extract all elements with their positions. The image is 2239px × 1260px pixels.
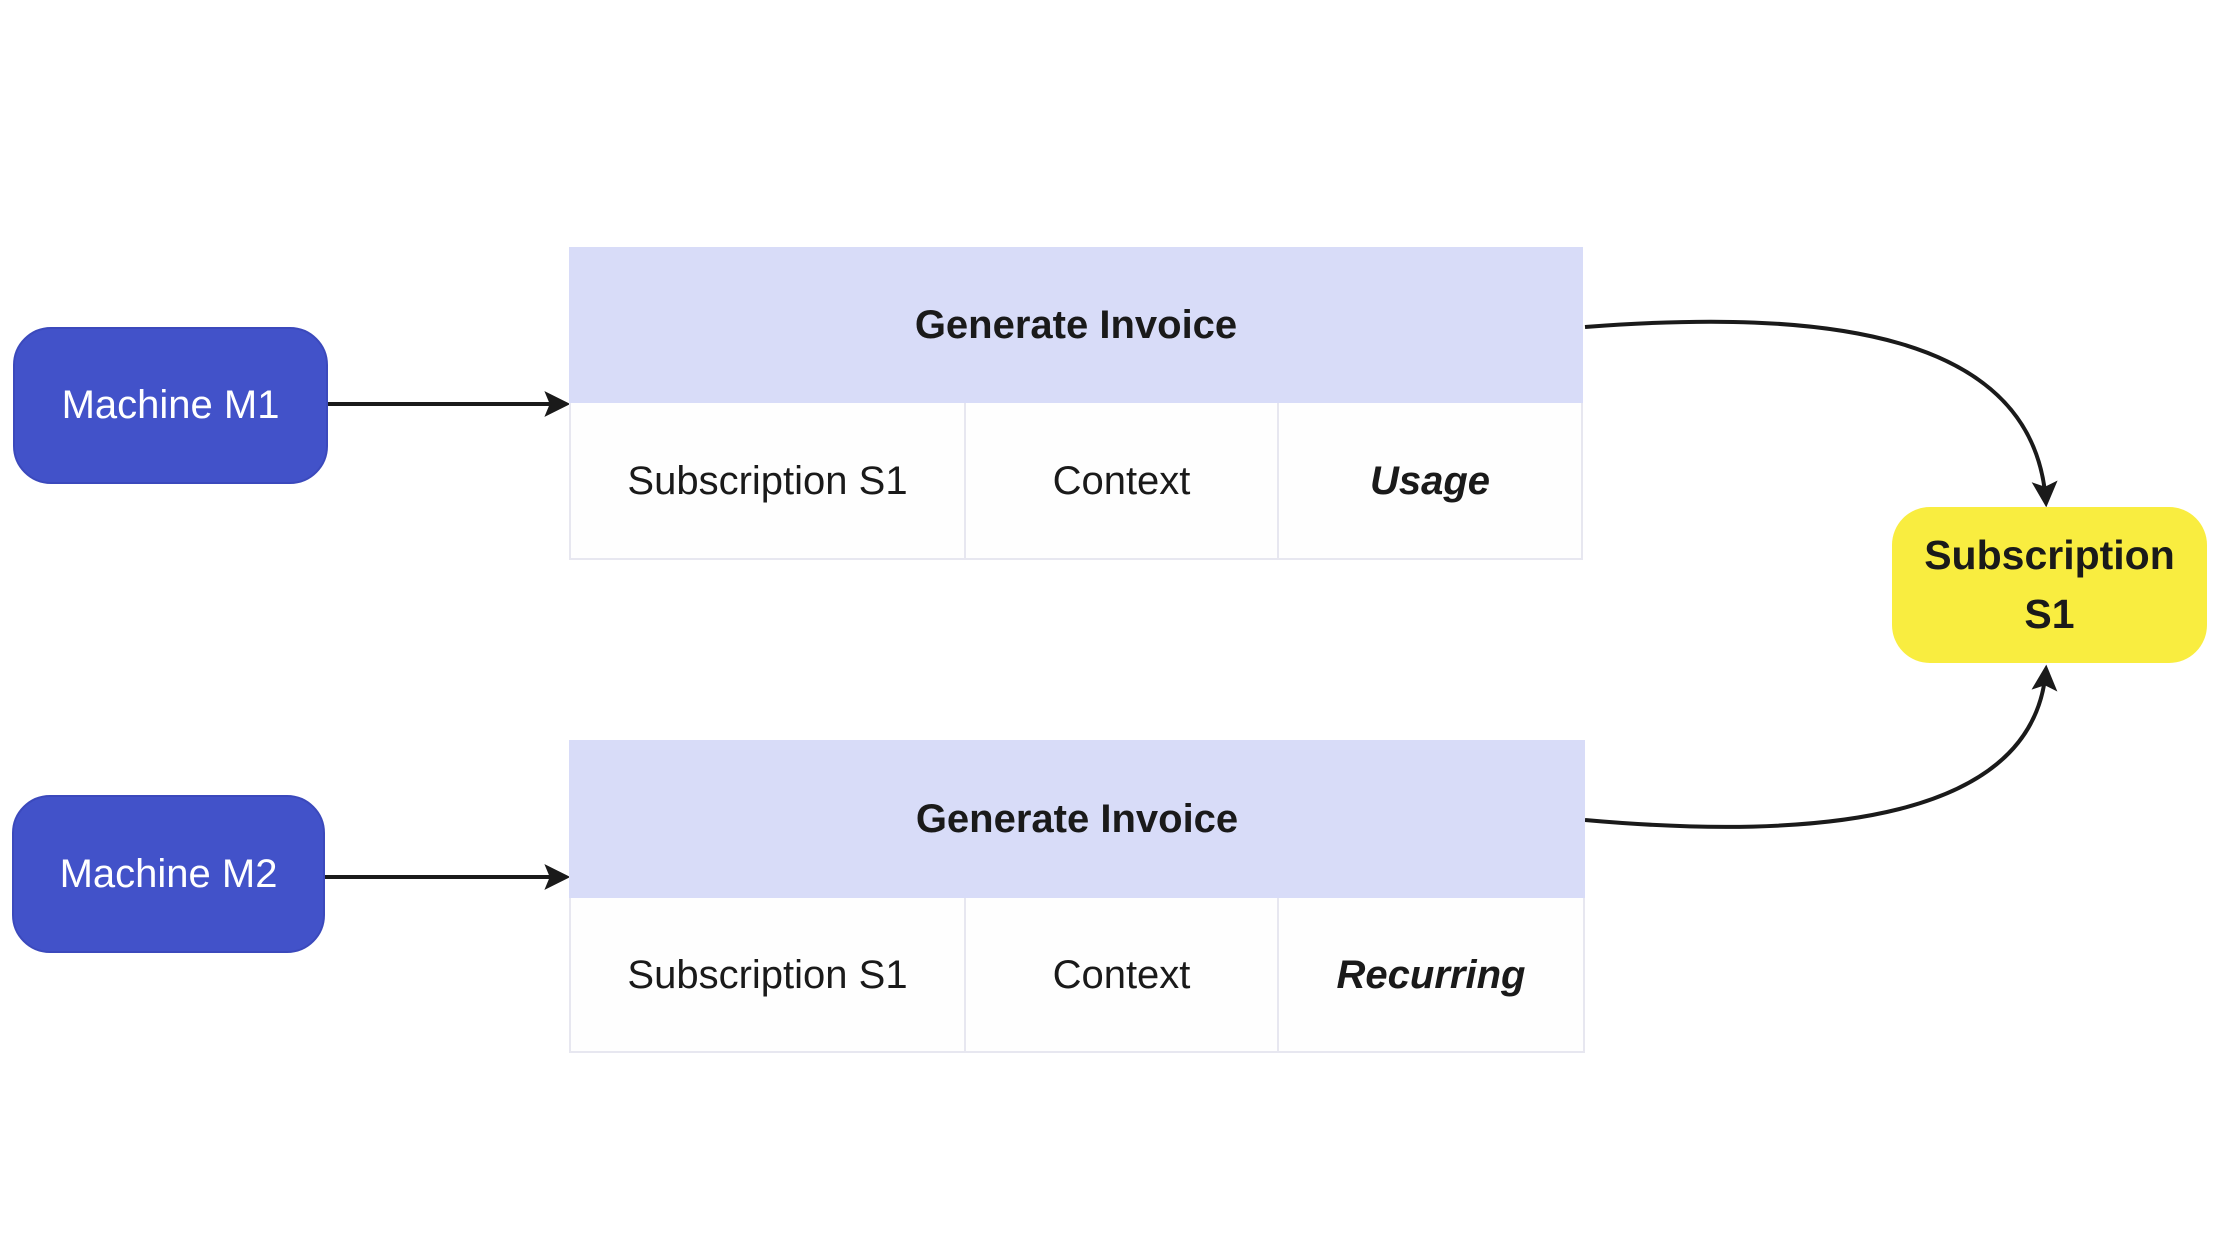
edge-invoice-2-to-subscription <box>1584 664 2058 829</box>
node-generate-invoice-m1: Generate Invoice Subscription S1 Context… <box>569 247 1583 560</box>
invoice-m1-header: Generate Invoice <box>569 247 1583 403</box>
node-subscription-s1: Subscription S1 <box>1892 507 2207 663</box>
node-machine-m1: Machine M1 <box>13 327 328 484</box>
invoice-m2-title: Generate Invoice <box>915 796 1239 841</box>
invoice-m1-row: Subscription S1 Context Usage <box>569 403 1583 560</box>
machine-m1-label: Machine M1 <box>61 383 280 427</box>
invoice-m1-title: Generate Invoice <box>914 302 1238 347</box>
invoice-m1-cell-usage: Usage <box>1369 458 1491 503</box>
invoice-m1-cell-subscription: Subscription S1 <box>571 403 966 558</box>
invoice-m2-cell-subscription: Subscription S1 <box>571 898 966 1051</box>
machine-m2-label: Machine M2 <box>59 851 278 896</box>
subscription-s1-label: Subscription S1 <box>1924 531 2175 637</box>
invoice-m2-cell-context: Context <box>966 898 1279 1051</box>
invoice-m1-cell-context: Context <box>966 403 1279 558</box>
node-generate-invoice-m2: Generate Invoice Subscription S1 Context… <box>569 740 1585 1053</box>
invoice-m2-header: Generate Invoice <box>569 740 1585 898</box>
node-machine-m2: Machine M2 <box>12 795 325 953</box>
edge-invoice-1-to-subscription <box>1584 319 2058 508</box>
invoice-m2-cell-recurring: Recurring <box>1336 952 1526 997</box>
invoice-m2-row: Subscription S1 Context Recurring <box>569 898 1585 1053</box>
